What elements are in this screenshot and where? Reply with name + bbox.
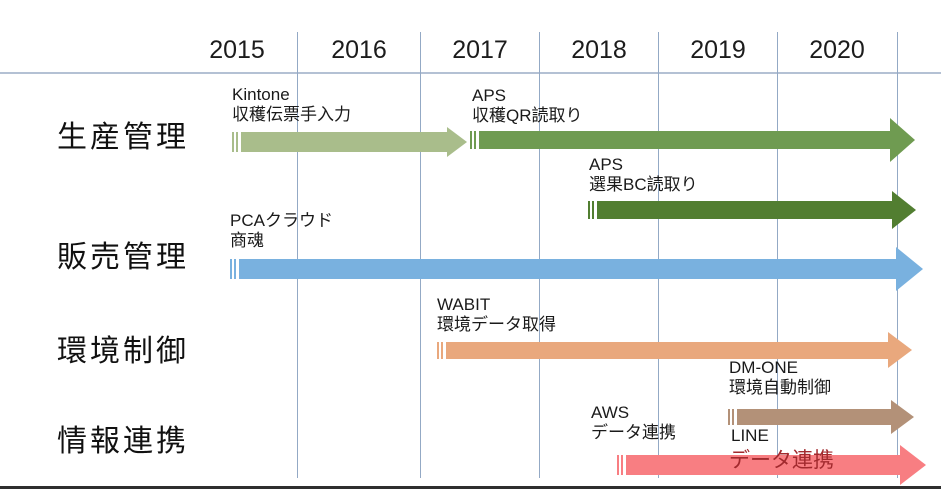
arrow-head-icon: [891, 400, 914, 434]
arrow-aws-line: [617, 445, 926, 485]
annotation-system-name: DM-ONE: [729, 358, 798, 377]
header-divider-line: [0, 72, 941, 74]
year-label-2019: 2019: [690, 36, 746, 64]
annotation-system-name: AWS: [591, 403, 630, 422]
arrow-pca: [230, 247, 923, 291]
annotation-line: LINE: [731, 426, 769, 446]
annotation-system-name: PCAクラウド: [230, 211, 333, 230]
annotation-system-name: LINE: [731, 426, 769, 445]
arrow-head-icon: [888, 332, 912, 368]
annotation-activity: 商魂: [230, 231, 264, 250]
annotation-system-name: Kintone: [232, 85, 290, 104]
row-label-production: 生産管理: [57, 121, 189, 154]
bottom-border-line: [0, 486, 941, 489]
arrow-head-icon: [896, 247, 923, 291]
arrow-head-icon: [890, 118, 915, 162]
year-label-2020: 2020: [809, 36, 865, 64]
annotation-aps-qr: APS 収穫QR読取り: [472, 86, 583, 126]
annotation-kintone: Kintone 収穫伝票手入力: [232, 85, 351, 125]
year-gridline: [777, 32, 778, 478]
annotation-system-name: WABIT: [437, 295, 491, 314]
year-label-2016: 2016: [331, 36, 387, 64]
arrow-body: [437, 342, 888, 359]
arrow-dm-one: [728, 400, 914, 434]
arrow-kintone: [232, 127, 467, 157]
annotation-dm-one: DM-ONE 環境自動制御: [729, 358, 831, 398]
row-label-environment: 環境制御: [57, 335, 189, 368]
arrow-body: [230, 259, 896, 279]
arrow-body: [728, 409, 891, 425]
arrow-body: [470, 131, 890, 149]
annotation-aws: AWS データ連携: [591, 403, 676, 443]
arrow-head-icon: [447, 127, 467, 157]
annotation-system-name: APS: [472, 86, 507, 105]
annotation-line-activity: データ連携: [729, 449, 834, 472]
arrow-body: [588, 201, 892, 219]
arrow-head-icon: [892, 191, 916, 229]
arrow-wabit: [437, 332, 912, 368]
year-label-2015: 2015: [209, 36, 265, 64]
year-label-2017: 2017: [452, 36, 508, 64]
annotation-activity: 環境自動制御: [729, 378, 831, 397]
annotation-activity: 収穫QR読取り: [472, 106, 583, 125]
annotation-activity: 環境データ取得: [437, 315, 556, 334]
arrow-body: [617, 455, 900, 475]
arrow-aps-qr: [470, 118, 915, 162]
year-gridline: [539, 32, 540, 478]
arrow-body: [232, 132, 447, 152]
annotation-system-name: APS: [589, 155, 624, 174]
annotation-pca: PCAクラウド 商魂: [230, 211, 333, 251]
annotation-aps-bc: APS 選果BC読取り: [589, 155, 698, 195]
year-gridline: [658, 32, 659, 478]
row-label-information: 情報連携: [57, 425, 189, 458]
year-label-2018: 2018: [571, 36, 627, 64]
arrow-head-icon: [900, 445, 926, 485]
row-label-sales: 販売管理: [57, 241, 189, 274]
annotation-activity: 収穫伝票手入力: [232, 105, 351, 124]
year-gridline: [297, 32, 298, 478]
annotation-activity: データ連携: [591, 423, 676, 442]
arrow-aps-bc: [588, 191, 916, 229]
year-gridline: [420, 32, 421, 478]
annotation-wabit: WABIT 環境データ取得: [437, 295, 556, 335]
annotation-activity: 選果BC読取り: [589, 175, 698, 194]
